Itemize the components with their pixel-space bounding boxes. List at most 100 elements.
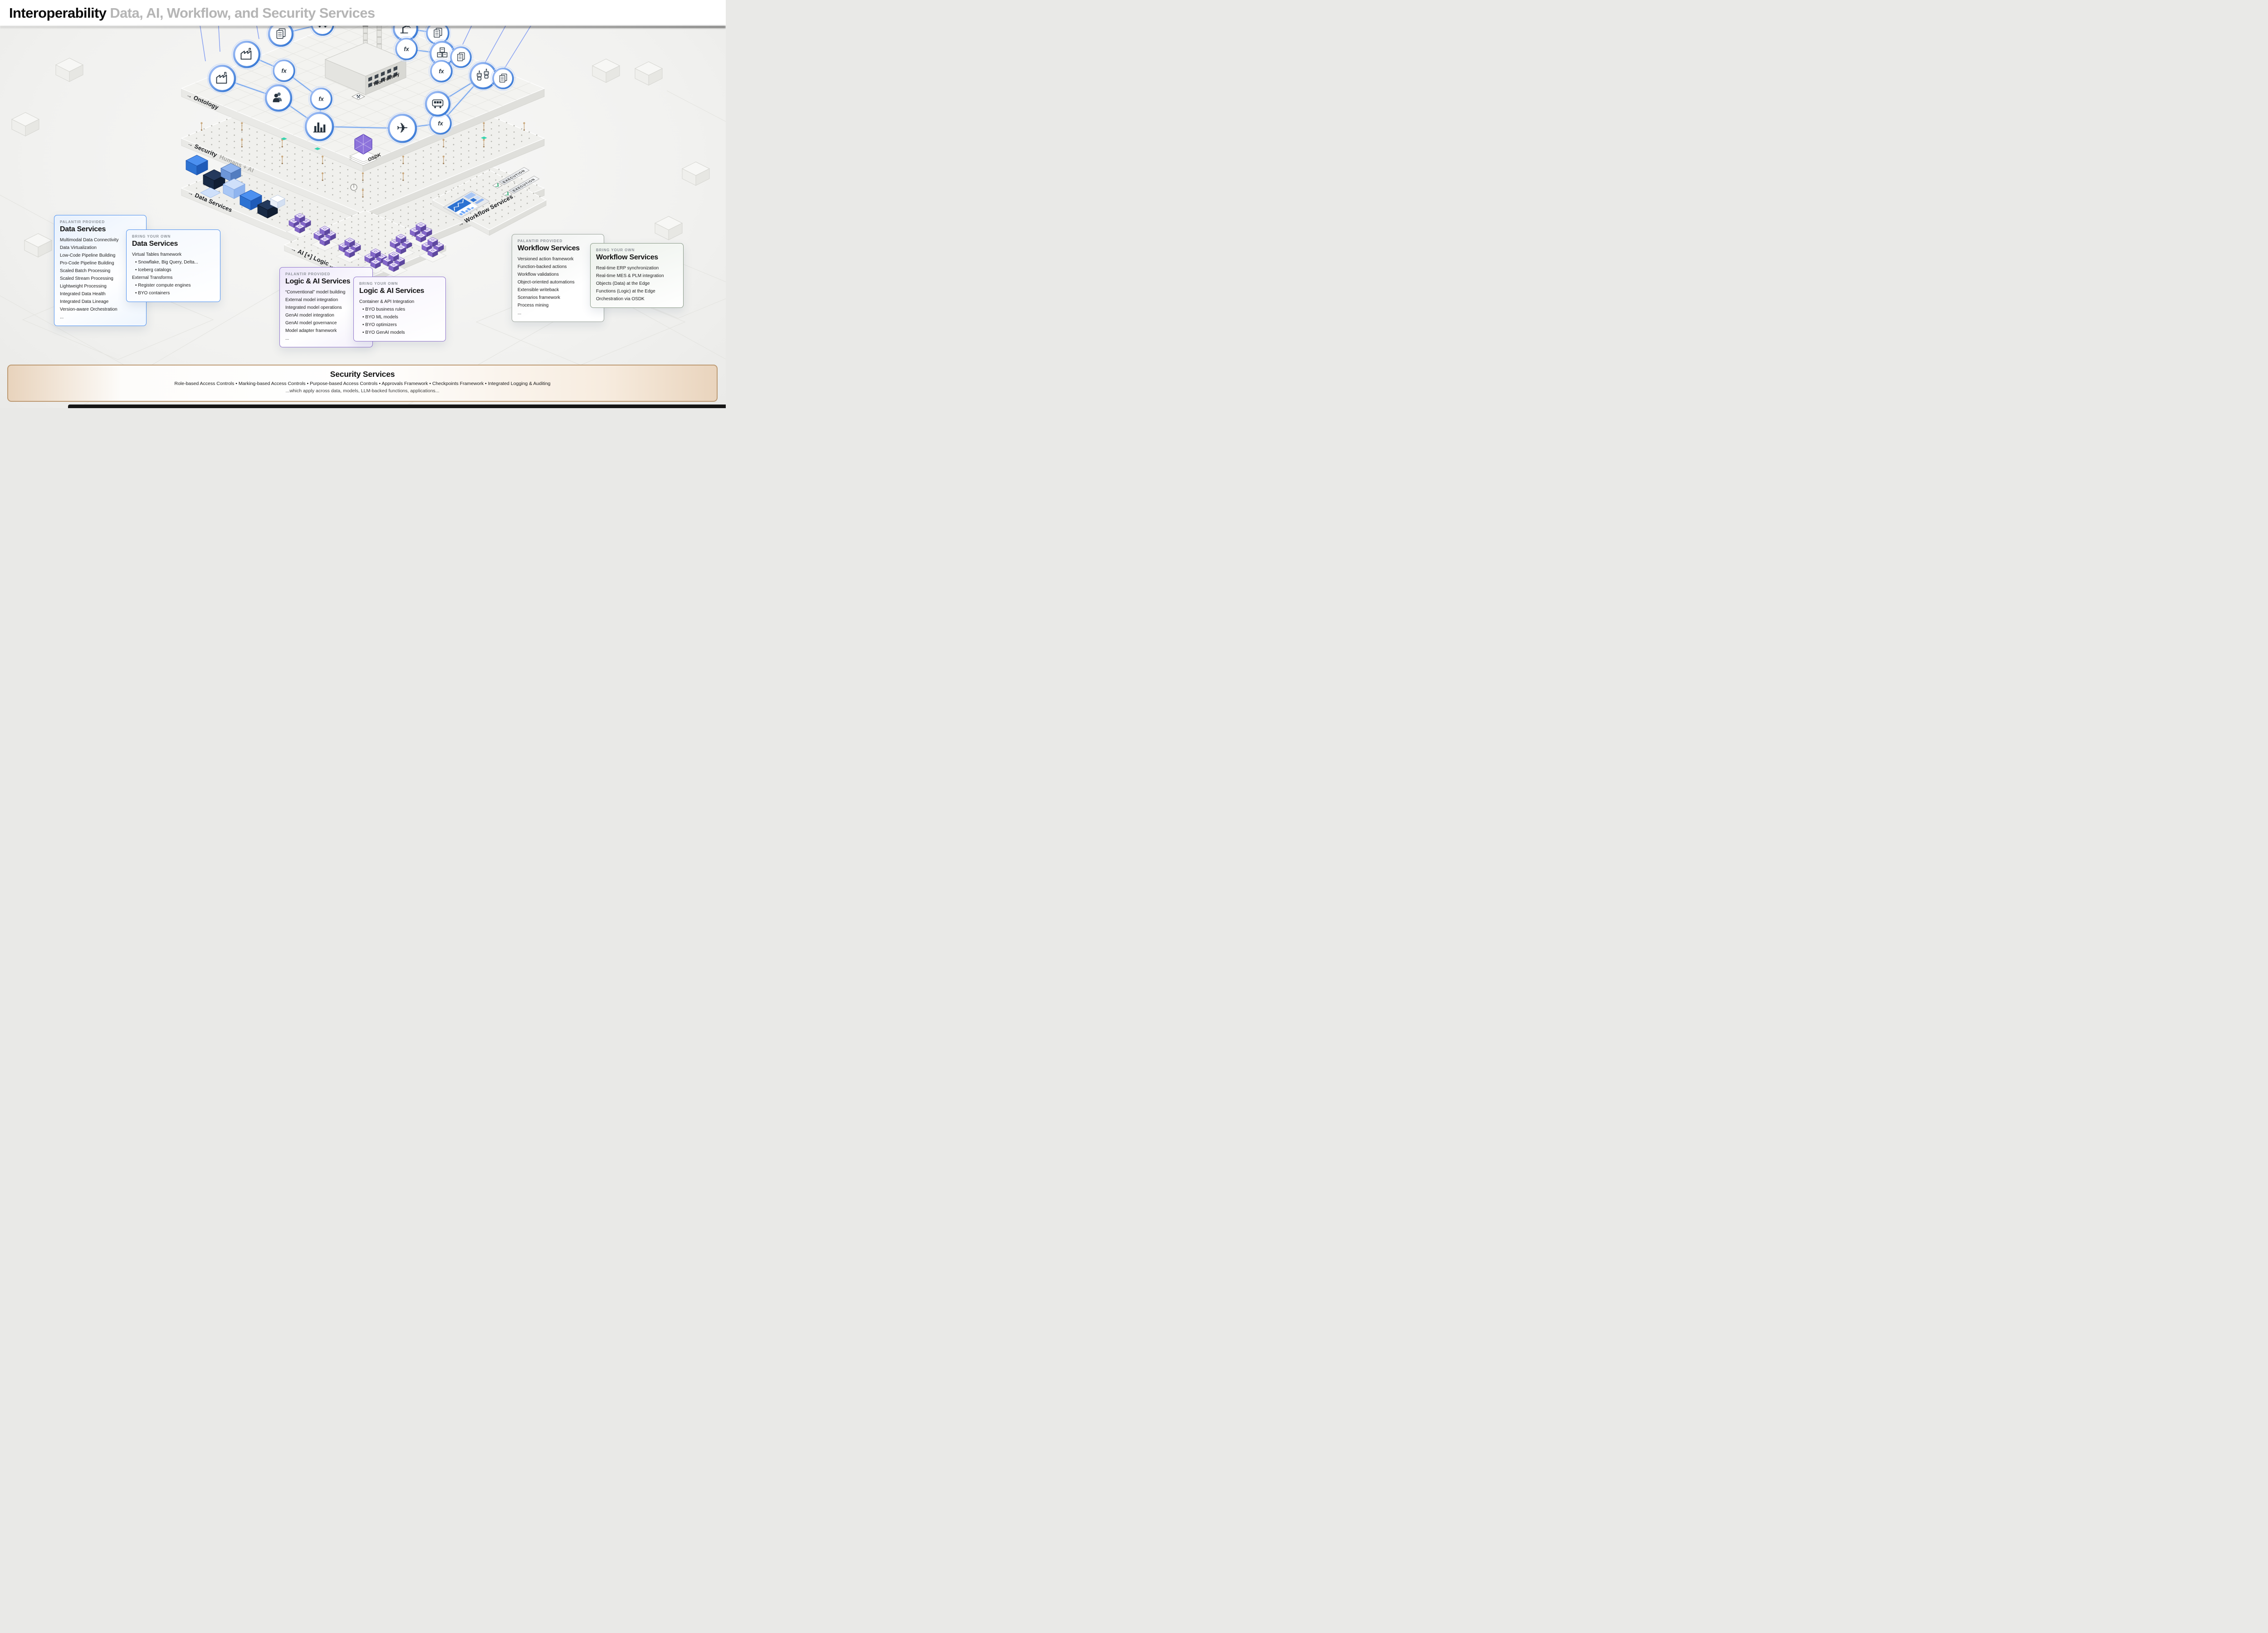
foreground-elements: Tool Factory⚒fxfxfxfx✈fxOSDKEXECUTIONEXE… — [186, 0, 547, 286]
card-item: • BYO business rules — [362, 307, 406, 312]
document-node — [490, 66, 516, 91]
fx-node: fx — [427, 110, 454, 136]
fx-icon: fx — [281, 67, 287, 74]
svg-text:fx: fx — [281, 67, 287, 74]
background-cubes — [11, 58, 710, 258]
people-icon — [273, 92, 282, 102]
factory-node — [231, 39, 262, 70]
security-services-bar: Security Services Role-based Access Cont… — [7, 365, 718, 402]
card-workflow-services-byo: BRING YOUR OWN Workflow Services Real-ti… — [590, 243, 684, 308]
card-item: “Conventional” model building — [285, 290, 346, 295]
card-item: Container & API Integration — [359, 299, 415, 304]
card-item: Pro-Code Pipeline Building — [60, 261, 114, 266]
chart-node — [303, 110, 336, 143]
palantir-logo — [350, 184, 357, 191]
document-icon — [457, 52, 465, 61]
pin — [321, 172, 324, 181]
card-item: Version-aware Orchestration — [60, 307, 117, 312]
ai-cube — [427, 237, 439, 247]
card-kicker: PALANTIR PROVIDED — [285, 272, 331, 276]
card-kicker: PALANTIR PROVIDED — [60, 220, 105, 224]
card-item-list: Container & API Integration • BYO busines… — [359, 298, 440, 336]
card-item: Low-Code Pipeline Building — [60, 253, 116, 258]
tool-factory-building: Tool Factory⚒ — [324, 20, 407, 100]
card-item: • BYO GenAI models — [362, 330, 405, 335]
card-item: Versioned action framework — [518, 257, 574, 262]
factory-icon — [240, 48, 252, 60]
boxes-node — [428, 39, 457, 68]
card-item: Process mining — [518, 303, 549, 308]
data-service-cubes — [186, 155, 285, 219]
ai-cube — [294, 213, 306, 223]
card-item: Functions (Logic) at the Edge — [596, 289, 655, 294]
card-item: Model adapter framework — [285, 328, 337, 333]
card-item: • BYO containers — [135, 291, 170, 296]
page-header: Interoperability Data, AI, Workflow, and… — [0, 0, 726, 26]
hammer-cube: ⚒ — [351, 93, 366, 100]
fx-node: fx — [271, 58, 297, 84]
card-item: Virtual Tables framework — [132, 252, 182, 257]
svg-text:⚒: ⚒ — [356, 94, 361, 100]
card-item: • Register compute engines — [135, 283, 191, 288]
pin — [281, 156, 284, 164]
ai-cube — [294, 223, 306, 234]
card-kicker: PALANTIR PROVIDED — [518, 239, 563, 243]
card-item: Integrated model operations — [285, 305, 342, 310]
pin — [241, 139, 243, 148]
card-item: Objects (Data) at the Edge — [596, 281, 650, 286]
card-item: ... — [518, 311, 522, 316]
title-strong: Interoperability — [9, 5, 107, 21]
people-node — [263, 83, 294, 113]
fx-icon: fx — [404, 45, 409, 52]
card-item: Scaled Stream Processing — [60, 276, 113, 281]
card-item: Workflow validations — [518, 272, 559, 277]
card-item: Integrated Data Health — [60, 292, 106, 297]
ai-cube — [344, 237, 356, 248]
card-data-services-byo: BRING YOUR OWN Data Services Virtual Tab… — [126, 229, 220, 302]
document-icon — [499, 73, 507, 83]
pin — [241, 122, 243, 131]
ai-cube — [370, 258, 381, 269]
card-item: Real-time ERP synchronization — [596, 266, 659, 271]
bottom-edge-bar — [68, 405, 726, 408]
factory-node — [207, 63, 238, 94]
card-item: Real-time MES & PLM integration — [596, 273, 664, 278]
security-bar-title: Security Services — [330, 370, 395, 379]
factory-windows — [368, 66, 397, 88]
pin — [321, 156, 324, 164]
factory-icon — [216, 72, 227, 84]
robot-icon — [477, 68, 489, 81]
card-item: GenAI model integration — [285, 313, 334, 318]
pin — [442, 156, 445, 164]
ai-cube — [319, 236, 331, 246]
ai-cube — [344, 248, 356, 258]
card-title: Workflow Services — [596, 253, 658, 261]
fx-icon: fx — [439, 68, 444, 74]
svg-text:fx: fx — [438, 120, 443, 127]
data-cube — [186, 155, 208, 175]
card-item: GenAI model governance — [285, 321, 337, 326]
card-item: Scaled Batch Processing — [60, 268, 111, 273]
card-item: Orchestration via OSDK — [596, 297, 645, 302]
card-item: Scenarios framework — [518, 295, 560, 300]
card-item: Object-oriented automations — [518, 280, 575, 285]
svg-text:fx: fx — [404, 45, 409, 52]
card-item: External Transforms — [132, 275, 173, 280]
security-bar-controls: Role-based Access Controls • Marking-bas… — [174, 381, 551, 386]
ai-cube — [415, 232, 427, 243]
card-item: Multimodal Data Connectivity — [60, 238, 119, 243]
ai-cube — [415, 222, 427, 232]
card-title: Data Services — [60, 225, 106, 233]
workflow-dashboard — [443, 191, 489, 218]
card-item: Extensible writeback — [518, 288, 559, 292]
ai-cube — [388, 251, 400, 262]
card-logic-ai-services-byo: BRING YOUR OWN Logic & AI Services Conta… — [353, 277, 446, 341]
fx-node: fx — [393, 36, 420, 62]
card-item: • BYO ML models — [362, 315, 398, 320]
security-bar-note: ...which apply across data, models, LLM-… — [285, 388, 440, 394]
ai-cube — [395, 244, 407, 254]
